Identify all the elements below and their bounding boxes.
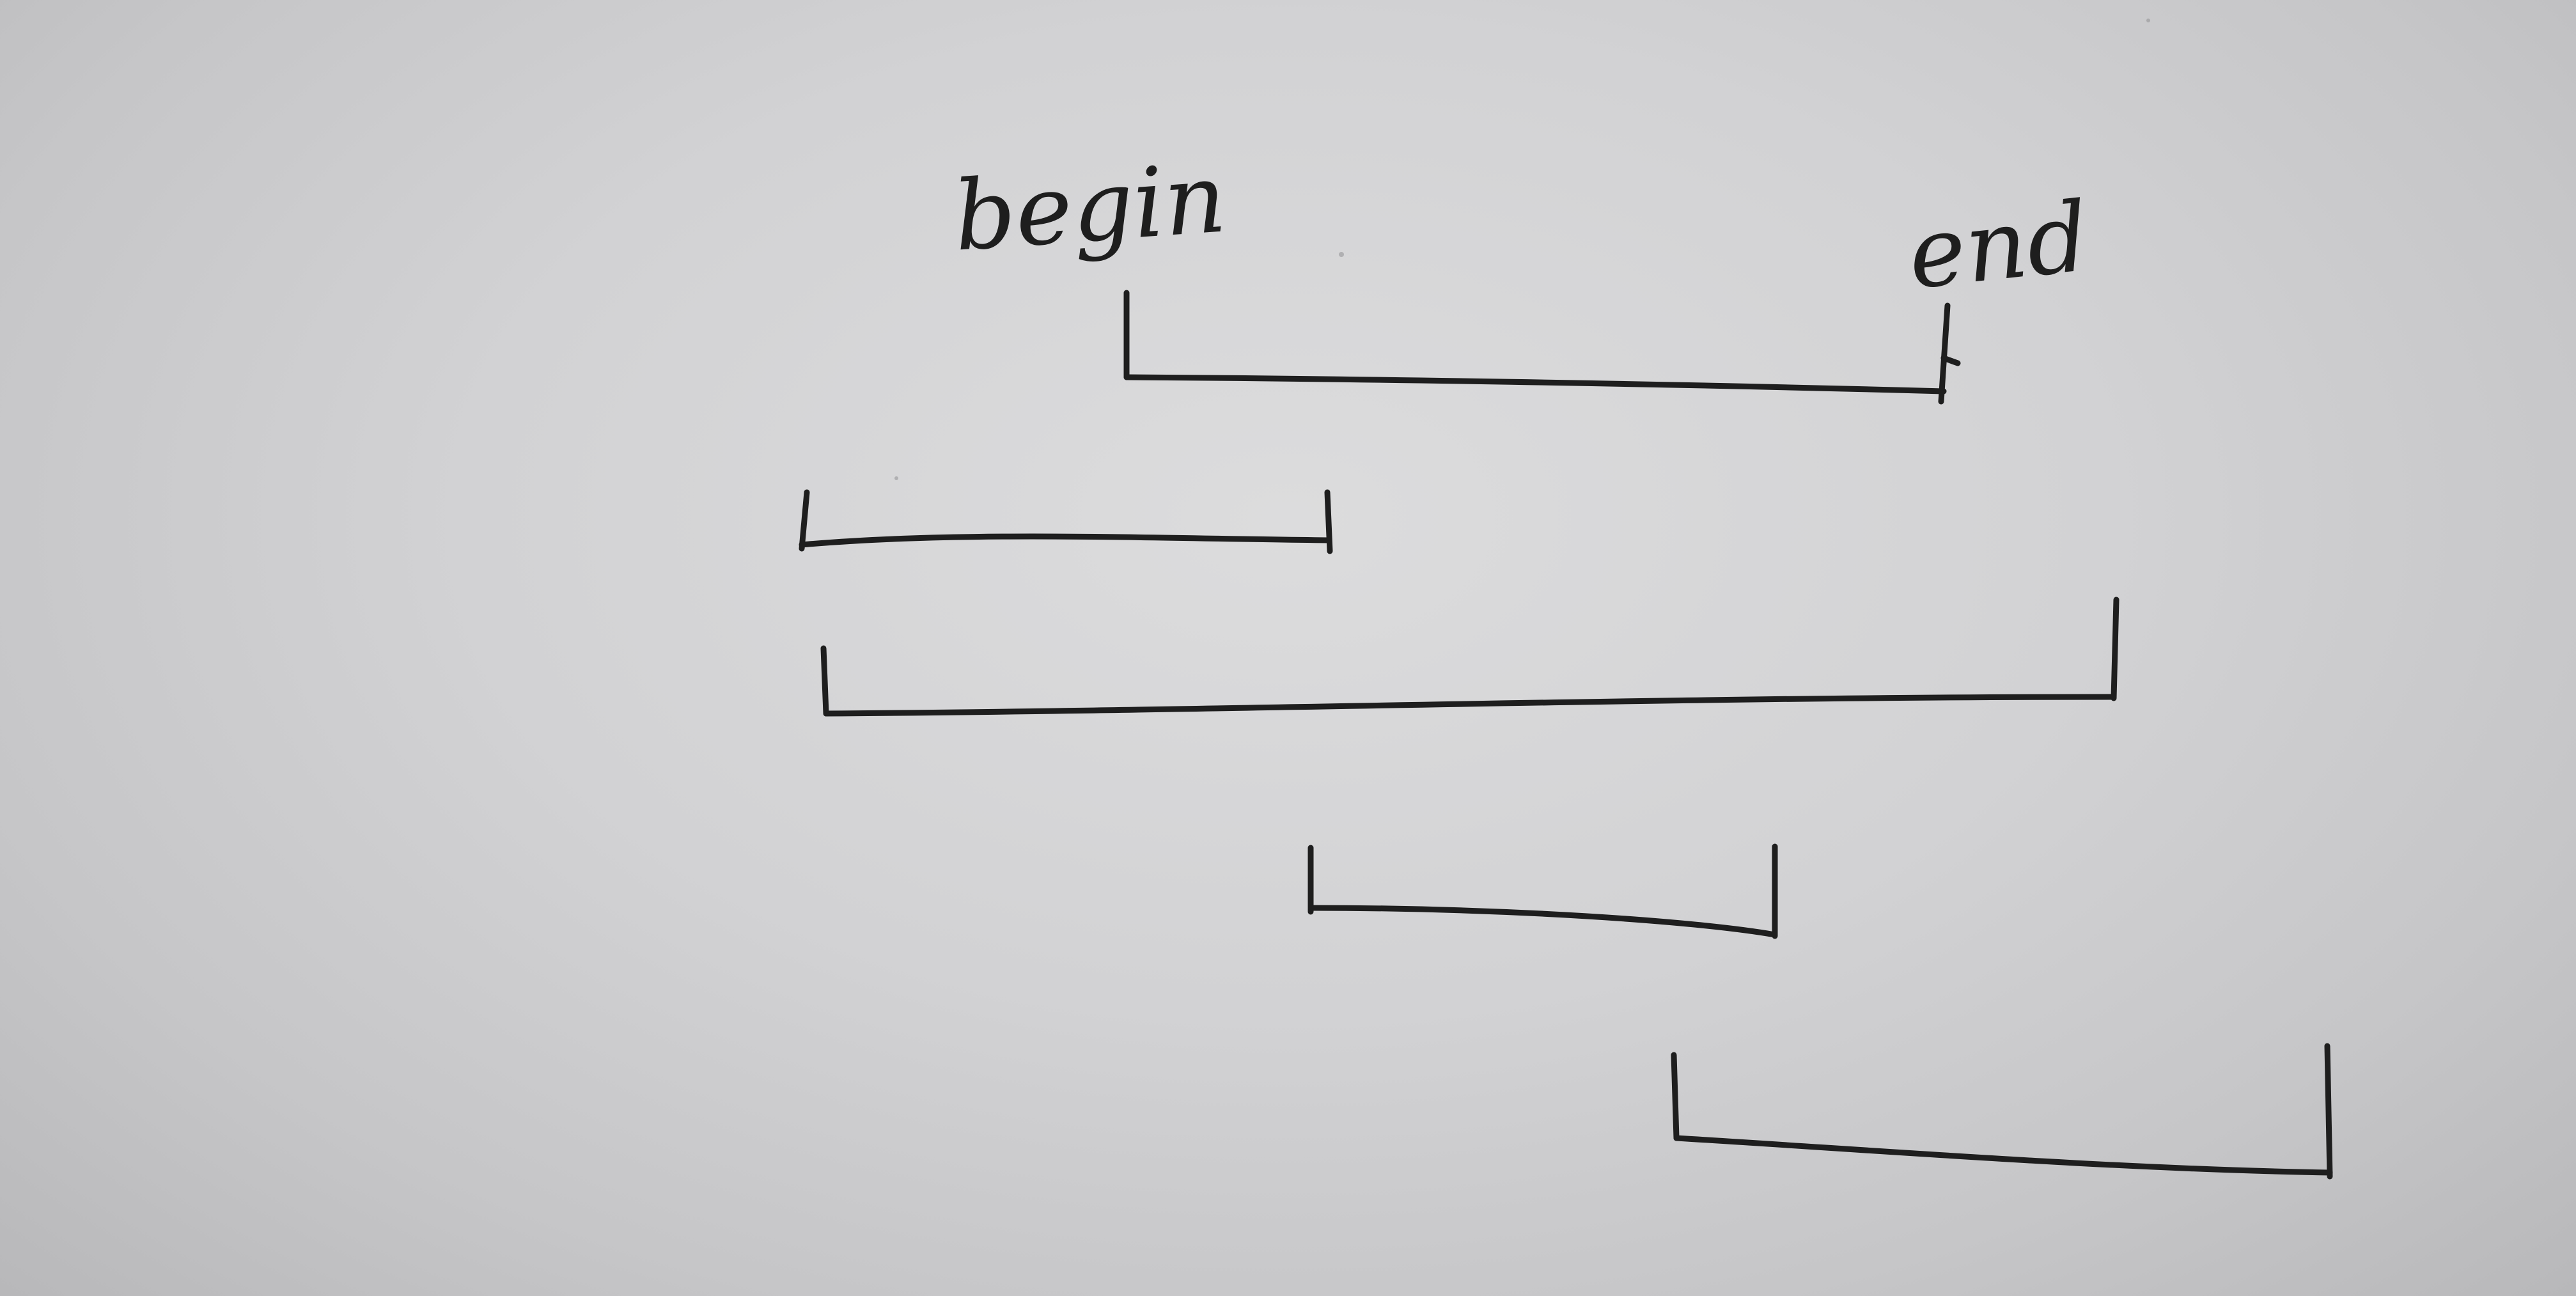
interval-5-line <box>1673 1135 2333 1176</box>
interval-1-right-tick <box>1938 302 1951 405</box>
interval-3-right-tick <box>2111 597 2119 701</box>
interval-2-left-tick <box>799 489 810 552</box>
interval-5 <box>1671 1043 2333 1180</box>
interval-1-right-scribble <box>1940 355 1961 366</box>
interval-3 <box>820 597 2119 717</box>
interval-2-right-tick <box>1324 489 1333 554</box>
begin-label: begin <box>950 143 1229 273</box>
interval-1 <box>1123 290 1961 405</box>
interval-1-line <box>1123 374 1947 394</box>
interval-4-line <box>1308 905 1778 938</box>
interval-5-right-tick <box>2324 1043 2333 1180</box>
interval-2 <box>799 489 1333 554</box>
interval-3-left-tick <box>820 645 829 717</box>
interval-2-line <box>799 533 1332 548</box>
end-label: end <box>1903 181 2094 311</box>
paper-speck <box>894 476 898 480</box>
interval-4 <box>1308 843 1778 939</box>
paper-speck <box>1339 252 1344 257</box>
paper-speck <box>2146 19 2150 22</box>
interval-3-line <box>823 694 2117 717</box>
interval-5-left-tick <box>1671 1052 1680 1141</box>
